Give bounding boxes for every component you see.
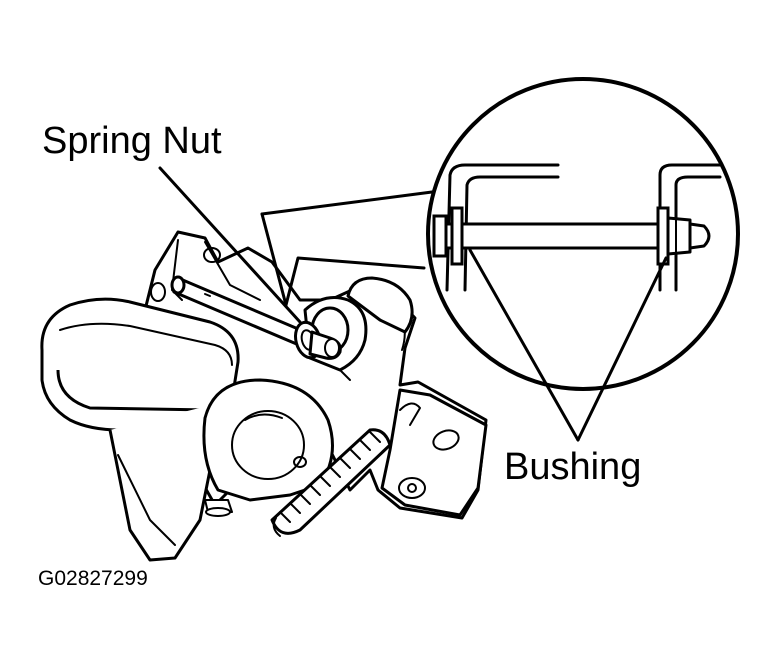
figure-code: G02827299 — [38, 567, 148, 590]
bushing-leader-right — [576, 256, 668, 442]
spring-nut-part — [294, 320, 342, 360]
bushing-detail-view — [426, 77, 740, 391]
zoom-callout-pointer — [260, 190, 434, 307]
leader-lines — [158, 166, 668, 442]
bushing-label: Bushing — [504, 446, 642, 488]
spring-nut-leader — [158, 166, 302, 324]
return-spring — [270, 402, 421, 537]
pedal-arm — [40, 297, 334, 562]
spring-nut-label: Spring Nut — [42, 120, 222, 162]
bushing-leader-left — [468, 248, 580, 442]
